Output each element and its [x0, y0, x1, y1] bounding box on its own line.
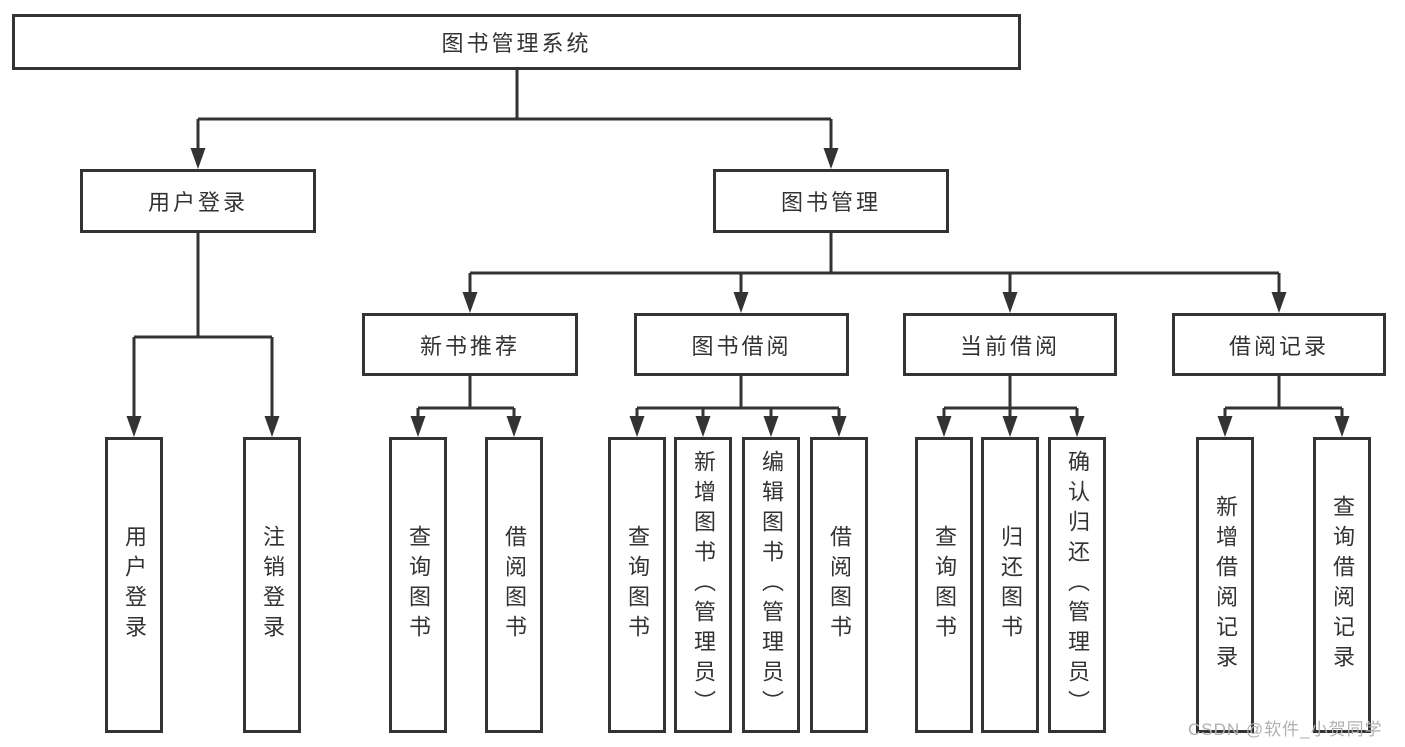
connector-user-login-children [126, 233, 280, 437]
node-query-borrow-record: 查询借阅记录 [1313, 437, 1371, 733]
node-current-borrow: 当前借阅 [903, 313, 1117, 376]
node-root: 图书管理系统 [12, 14, 1021, 70]
node-logout-leaf: 注销登录 [243, 437, 301, 733]
node-edit-book-admin: 编辑图书（管理员） [742, 437, 800, 733]
node-borrow-book-2: 借阅图书 [810, 437, 868, 733]
node-borrow-record: 借阅记录 [1172, 313, 1386, 376]
node-query-book-2: 查询图书 [608, 437, 666, 733]
node-user-login-leaf: 用户登录 [105, 437, 163, 733]
connector-root-to-level2 [190, 70, 839, 169]
csdn-watermark: CSDN @软件_小贺同学 [1188, 720, 1383, 739]
node-add-borrow-record: 新增借阅记录 [1196, 437, 1254, 733]
node-book-borrow: 图书借阅 [634, 313, 849, 376]
connector-book-borrow-children [629, 376, 847, 437]
node-book-management: 图书管理 [713, 169, 949, 233]
connector-current-borrow-children [936, 376, 1085, 437]
connector-book-management-modules [462, 233, 1287, 313]
node-borrow-book-1: 借阅图书 [485, 437, 543, 733]
node-query-book-3: 查询图书 [915, 437, 973, 733]
connector-new-book-recommend-children [410, 376, 522, 437]
node-user-login: 用户登录 [80, 169, 316, 233]
connector-borrow-record-children [1217, 376, 1350, 437]
node-add-book-admin: 新增图书（管理员） [674, 437, 732, 733]
node-confirm-return-admin: 确认归还（管理员） [1048, 437, 1106, 733]
node-query-book-1: 查询图书 [389, 437, 447, 733]
node-return-book: 归还图书 [981, 437, 1039, 733]
node-new-book-recommend: 新书推荐 [362, 313, 578, 376]
